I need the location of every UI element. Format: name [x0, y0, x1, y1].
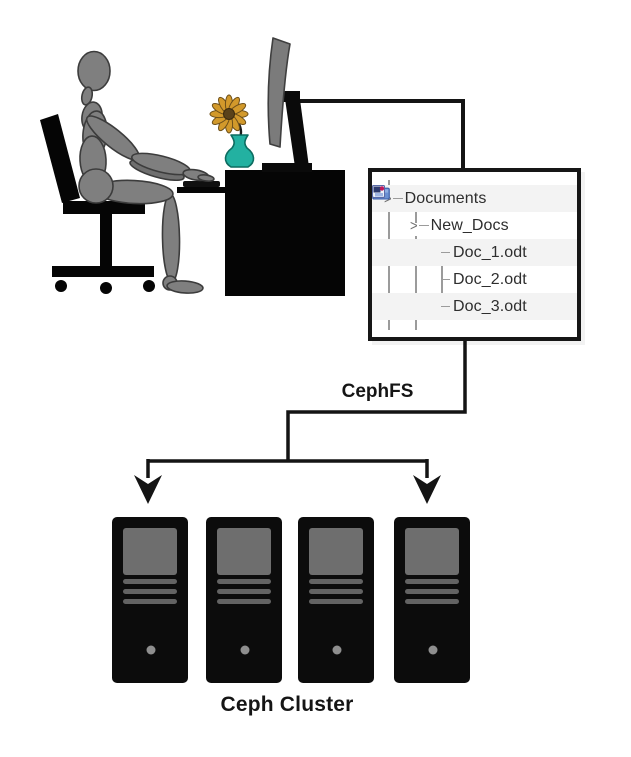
ceph-cluster-label: Ceph Cluster	[220, 693, 354, 716]
server-tower	[298, 517, 374, 683]
flower-center	[223, 108, 235, 120]
tree-branch	[441, 278, 450, 281]
power-led	[428, 645, 438, 655]
tree-guide-line	[441, 244, 443, 317]
office-chair	[40, 114, 155, 294]
monitor-arm	[284, 92, 309, 167]
tree-guide-line	[388, 209, 390, 330]
person-foot	[166, 280, 204, 294]
tree-item-label: Doc_1.odt	[453, 243, 527, 261]
server-tower	[112, 517, 188, 683]
tree-item-new-docs[interactable]: > New_Docs	[372, 185, 577, 239]
tree-dash	[392, 197, 403, 200]
tree-item-label: Doc_2.odt	[453, 270, 527, 288]
tree-item-label: New_Docs	[430, 216, 509, 234]
odt-document-icon	[372, 185, 385, 198]
server-tower	[394, 517, 470, 683]
tree-branch	[441, 305, 450, 308]
tree-item-doc1[interactable]: Doc_1.odt	[372, 185, 577, 266]
keyboard	[183, 181, 220, 187]
tree-item-doc3[interactable]: Doc_3.odt	[372, 185, 577, 320]
person-neck	[80, 86, 94, 106]
person-shin	[161, 193, 181, 283]
tree-branch	[441, 251, 450, 254]
tree-item-label: Doc_3.odt	[453, 297, 527, 315]
tree-guide-line	[415, 212, 417, 223]
person-head	[77, 50, 111, 92]
cephfs-label: CephFS	[341, 381, 414, 402]
file-tree-rows: > Documents > New_Docs	[372, 185, 577, 320]
monitor-base	[262, 163, 312, 172]
monitor	[262, 37, 312, 172]
expand-toggle-icon[interactable]: >	[410, 216, 418, 235]
keyboard-tray	[177, 187, 227, 193]
ceph-cluster	[112, 517, 470, 683]
cephfs-connector	[146, 339, 467, 478]
file-tree-panel: > Documents > New_Docs	[368, 168, 581, 341]
vase	[224, 134, 255, 168]
server-tower	[206, 517, 282, 683]
power-led	[240, 645, 250, 655]
person-hip	[78, 168, 114, 204]
tree-item-documents[interactable]: > Documents	[372, 185, 577, 212]
power-led	[332, 645, 342, 655]
tree-item-label: Documents	[404, 189, 487, 207]
cable-monitor-to-tree	[296, 99, 465, 168]
desk	[177, 170, 345, 296]
tree-dash	[418, 224, 429, 227]
flower-vase	[209, 94, 255, 168]
tree-guide-line	[415, 236, 417, 330]
arrowheads	[134, 475, 441, 504]
arrow-down-right	[413, 475, 441, 504]
tree-item-doc2[interactable]: Doc_2.odt	[372, 185, 577, 293]
monitor-screen	[267, 37, 291, 148]
arrow-down-left	[134, 475, 162, 504]
person	[77, 50, 215, 294]
power-led	[146, 645, 156, 655]
